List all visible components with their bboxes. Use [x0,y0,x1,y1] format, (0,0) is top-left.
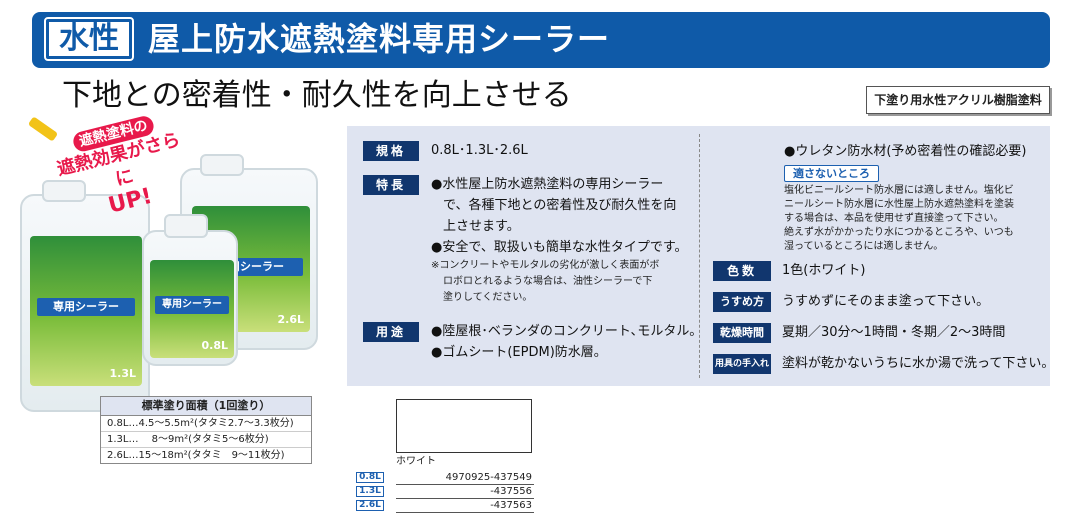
features-tag: 特長 [363,175,419,195]
jug-volume: 1.3L [109,367,137,380]
jug-label-text: 専用シーラー [36,298,136,316]
page-title: 屋上防水遮熱塗料専用シーラー [148,20,611,58]
coverage-row: 0.8L…4.5～5.5m²(タタミ2.7～3.3枚分) [101,416,311,432]
water-based-tag: 水性 [44,17,134,61]
features-note: ※コンクリートやモルタルの劣化が激しく表面がボ [431,260,660,271]
jug-cap [164,214,208,238]
unsuitable-label: 適さないところ [784,165,879,182]
coverage-table: 標準塗り面積（1回塗り） 0.8L…4.5～5.5m²(タタミ2.7～3.3枚分… [100,396,312,464]
jan-code: -437556 [490,486,532,497]
thinning-value: うすめずにそのまま塗って下さい。 [782,294,990,309]
unsuitable-line: する場合は、本品を使用せず直接塗って下さい。 [784,213,1004,224]
color-count-tag: 色数 [713,261,771,281]
drying-time-tag: 乾燥時間 [713,323,771,343]
product-image: 専用シーラー 2.6L 専用シーラー 1.3L 専用シーラー 0.8L 遮熱塗料… [20,114,340,412]
urethane-line: ●ウレタン防水材(予め密着性の確認必要) [784,144,1027,159]
unsuitable-line: 絶えず水がかかったり水につかるところや、いつも [784,227,1014,238]
jan-code: -437563 [490,500,532,511]
spec-tag: 規格 [363,141,419,161]
uses-tag: 用途 [363,322,419,342]
jug-cap [200,154,244,176]
jug-label: 専用シーラー 0.8L [150,260,234,358]
tool-cleaning-tag: 用具の手入れ [713,354,771,374]
jug-label: 専用シーラー 1.3L [30,236,142,386]
subtitle: 下地との密着性・耐久性を向上させる [62,78,572,113]
features-line: で、各種下地との密着性及び耐久性を向 [443,198,677,213]
jan-size-label: 0.8L [356,472,384,483]
title-banner: 水性 屋上防水遮熱塗料専用シーラー [32,12,1050,68]
coverage-row: 1.3L… 8～9m²(タタミ5～6枚分) [101,432,311,448]
product-jug-small: 専用シーラー 0.8L [142,214,238,366]
spec-panel [347,126,1050,386]
jan-size-label: 2.6L [356,500,384,511]
jan-divider [396,484,534,485]
jug-cap [42,180,86,202]
color-count-value: 1色(ホワイト) [782,263,866,278]
features-note: ロボロとれるような場合は、油性シーラーで下 [443,276,653,287]
color-chip-name: ホワイト [396,456,436,467]
jan-size-label: 1.3L [356,486,384,497]
tool-cleaning-value: 塗料が乾かないうちに水か湯で洗って下さい。 [782,356,1055,371]
jug-volume: 2.6L [277,313,305,326]
uses-line: ●陸屋根･ベランダのコンクリート､モルタル｡ [431,324,696,339]
features-note: 塗りしてください。 [443,292,533,303]
spec-value: 0.8L･1.3L･2.6L [431,143,528,158]
drying-time-value: 夏期／30分～1時間・冬期／2～3時間 [782,325,1006,340]
jan-row: 2.6L -437563 [356,500,534,513]
spec-divider [699,134,700,378]
features-line: 上させます。 [443,219,520,234]
thinning-tag: うすめ方 [713,292,771,312]
coverage-row: 2.6L…15～18m²(タタミ 9～11枚分) [107,450,285,461]
coverage-title: 標準塗り面積（1回塗り） [101,397,311,416]
features-line: ●水性屋上防水遮熱塗料の専用シーラー [431,177,664,192]
uses-line: ●ゴムシート(EPDM)防水層。 [431,345,607,360]
unsuitable-line: ニールシート防水層に水性屋上防水遮熱塗料を塗装 [784,199,1014,210]
promo-callout: 遮熱塗料の 遮熱効果がさらに UP! [43,106,197,219]
jan-row: 1.3L -437556 [356,486,534,499]
product-jug-medium: 専用シーラー 1.3L [20,180,150,412]
jug-label-text: 専用シーラー [155,296,229,314]
jan-row: 0.8L 4970925-437549 [356,472,534,485]
jan-code: 4970925-437549 [445,472,532,483]
jan-divider [396,512,534,513]
color-chip-white [396,399,532,453]
resin-type-badge: 下塗り用水性アクリル樹脂塗料 [866,86,1050,114]
features-line: ●安全で、取扱いも簡単な水性タイプです。 [431,240,688,255]
unsuitable-line: 塩化ビニールシート防水層には適しません。塩化ビ [784,185,1014,196]
jan-divider [396,498,534,499]
unsuitable-line: 湿っているところには適しません。 [784,241,944,252]
jug-volume: 0.8L [201,339,229,352]
